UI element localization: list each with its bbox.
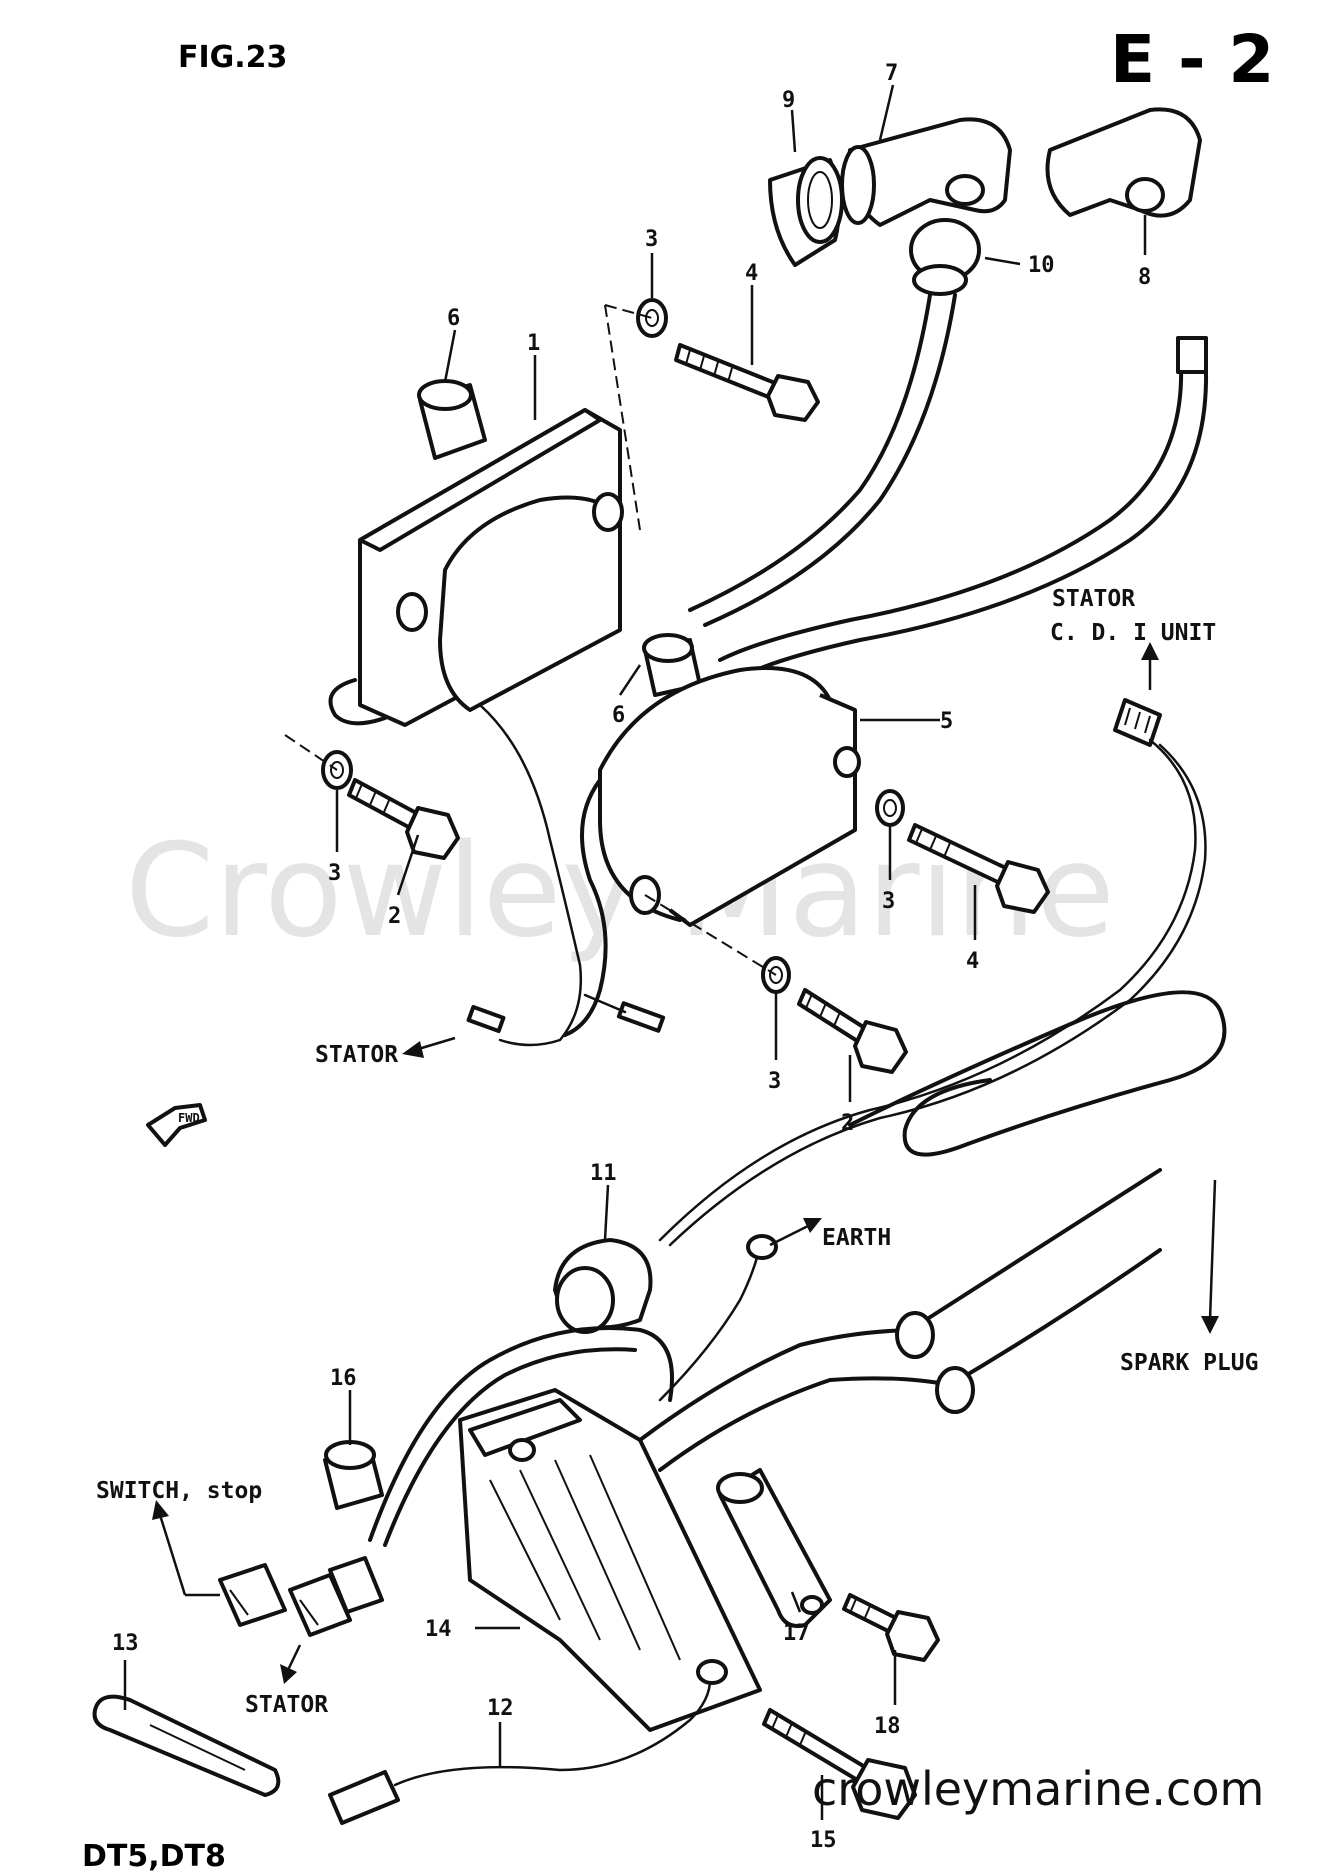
ht-cable-upper-b: [703, 293, 957, 627]
callout-3-c: 3: [882, 889, 895, 914]
cdi-harness-b: [383, 1347, 637, 1547]
ht-cable-long-b: [733, 348, 1208, 682]
callout-4-a: 4: [745, 261, 758, 286]
callout-10: 10: [1028, 253, 1055, 278]
callout-2-b: 2: [841, 1111, 854, 1136]
earth-terminal: [658, 1234, 778, 1402]
part-15-bolt: [762, 1708, 917, 1820]
ht-cable-upper: [688, 293, 932, 612]
stator-connector-left: [466, 993, 666, 1034]
part-9-cap-cover: [768, 156, 844, 267]
callout-2-a: 2: [388, 904, 401, 929]
callout-7: 7: [885, 61, 898, 86]
fwd-arrow-icon: FWD: [146, 1103, 207, 1147]
cdi-harness-a: [368, 1326, 674, 1542]
leader-lines: [123, 84, 1147, 1820]
spark-cable-b-far: [948, 1248, 1162, 1387]
align-line-1: [604, 304, 641, 531]
align-line-2: [604, 304, 653, 319]
part-3-washer-c: [875, 789, 905, 827]
ht-cable-long-a: [718, 348, 1184, 662]
callout-17: 17: [783, 1621, 810, 1646]
label-stator-bottom: STATOR: [245, 1692, 328, 1718]
part-2-bolt-lower: [797, 988, 908, 1074]
callout-14: 14: [425, 1617, 452, 1642]
label-stator-cdi-line1: STATOR: [1052, 586, 1135, 612]
align-line-3: [284, 734, 338, 771]
callout-15: 15: [810, 1828, 837, 1853]
switch-connector: [218, 1556, 384, 1637]
callout-18: 18: [874, 1714, 901, 1739]
part-17-bracket: [716, 1468, 832, 1628]
callout-6-a: 6: [447, 306, 460, 331]
part-6-spacer-lower: [642, 633, 702, 697]
part-4-bolt-upper: [674, 343, 820, 422]
annotation-labels: STATOR C. D. I UNIT STATOR EARTH SPARK P…: [96, 586, 1258, 1718]
callout-3-b: 3: [328, 861, 341, 886]
part-5-ignition-coil: [563, 666, 861, 1037]
label-spark-plug: SPARK PLUG: [1120, 1350, 1258, 1376]
callout-4-b: 4: [966, 949, 979, 974]
callout-12: 12: [487, 1696, 514, 1721]
callout-13: 13: [112, 1631, 139, 1656]
cable-end-sleeve: [1176, 336, 1208, 374]
part-7-plug-cap: [840, 117, 1012, 227]
part-4-bolt-right: [907, 823, 1050, 914]
direction-arrows: [152, 642, 1219, 1684]
part-2-bolt-left: [347, 778, 460, 860]
part-16-spacer: [323, 1440, 384, 1510]
callout-11: 11: [590, 1161, 617, 1186]
label-stator-cdi-line2: C. D. I UNIT: [1050, 620, 1216, 646]
spark-cable-a-far: [908, 1168, 1162, 1332]
spark-grommet-b: [935, 1366, 975, 1414]
callout-numbers: 9 7 8 10 3 4 6 1 5 6 3 2 3 4 3 2 11 16 1…: [112, 61, 1151, 1853]
callout-3-d: 3: [768, 1069, 781, 1094]
spark-cable-a: [638, 1328, 922, 1442]
model-list: DT5,DT8: [82, 1839, 226, 1874]
part-10-grommet: [909, 218, 981, 296]
callout-3-a: 3: [645, 227, 658, 252]
watermark-url: crowleymarine.com: [812, 1762, 1264, 1816]
part-3-washer-d: [761, 956, 791, 994]
part-6-spacer-upper: [417, 379, 487, 460]
spark-cable-b: [658, 1376, 952, 1472]
part-11-grommet: [553, 1238, 653, 1334]
fwd-label: FWD: [178, 1111, 200, 1125]
part-1-ignition-coil: [328, 408, 624, 727]
align-line-4: [644, 894, 777, 976]
callout-9: 9: [782, 88, 795, 113]
part-12-earth-lead: [328, 1659, 728, 1825]
callout-5: 5: [940, 709, 953, 734]
figure-number: FIG.23: [178, 40, 287, 75]
spark-plug-cable-loop: [848, 990, 1227, 1157]
callout-16: 16: [330, 1366, 357, 1391]
part-13-clamp: [92, 1694, 281, 1797]
spark-grommet-a: [895, 1311, 935, 1359]
section-code: E - 2: [1110, 21, 1274, 98]
part-14-cdi-unit: [458, 1388, 762, 1732]
label-earth: EARTH: [822, 1225, 891, 1251]
stator-lead: [478, 703, 583, 1047]
callout-6-b: 6: [612, 703, 625, 728]
part-18-bolt: [842, 1593, 940, 1662]
callout-8: 8: [1138, 265, 1151, 290]
callout-1: 1: [527, 331, 540, 356]
part-3-washer-a: [636, 298, 668, 338]
label-stator-mid: STATOR: [315, 1042, 398, 1068]
label-switch-stop: SWITCH, stop: [96, 1478, 262, 1504]
part-8-plug-cap: [1045, 107, 1202, 218]
